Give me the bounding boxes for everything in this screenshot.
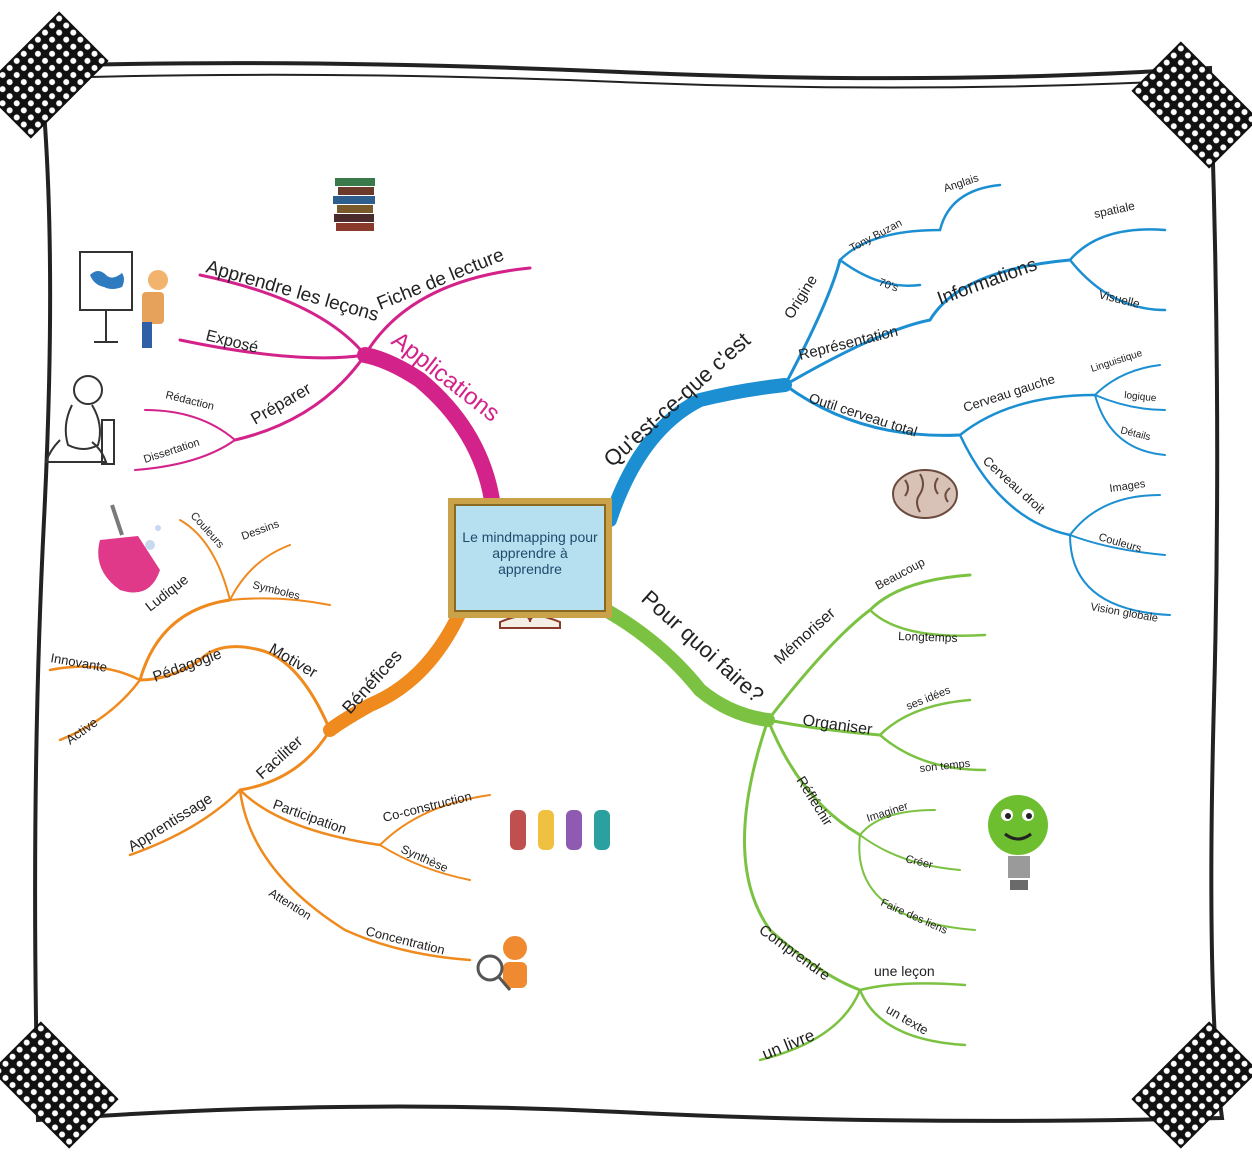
label-dissertation[interactable]: Dissertation — [142, 436, 201, 465]
label-informations[interactable]: Informations — [935, 254, 1040, 309]
label-memoriser[interactable]: Mémoriser — [771, 604, 839, 668]
label-organiser[interactable]: Organiser — [801, 712, 874, 739]
branch-benefices — [48, 519, 491, 962]
label-temps[interactable]: son temps — [919, 758, 971, 775]
label-texte[interactable]: un texte — [884, 1002, 932, 1038]
presenter-icon — [79, 251, 168, 348]
label-pedagogie[interactable]: Pédagogie — [151, 645, 224, 686]
frame-border — [33, 61, 1225, 1123]
label-preparer[interactable]: Préparer — [248, 379, 315, 429]
label-innovante[interactable]: Innovante — [49, 650, 108, 675]
label-origine[interactable]: Origine — [781, 272, 821, 322]
label-vision[interactable]: Vision globale — [1089, 601, 1158, 625]
label-visuelle[interactable]: Visuelle — [1097, 287, 1141, 311]
books-icon — [333, 178, 375, 231]
label-outil[interactable]: Outil cerveau total — [807, 390, 919, 440]
thinker-icon — [44, 375, 115, 465]
label-couleurs-quoi[interactable]: Couleurs — [1097, 531, 1143, 555]
label-fiche[interactable]: Fiche de lecture — [374, 245, 507, 315]
frame-border-inner — [51, 73, 1199, 89]
label-redaction[interactable]: Rédaction — [164, 389, 215, 413]
label-seventy[interactable]: 70's — [877, 277, 900, 295]
center-node[interactable]: Le mindmapping pour apprendre à apprendr… — [448, 498, 612, 618]
label-liens[interactable]: Faire des liens — [879, 897, 950, 937]
label-motiver[interactable]: Motiver — [266, 641, 321, 682]
label-imaginer[interactable]: Imaginer — [865, 800, 910, 825]
label-concentration[interactable]: Concentration — [364, 923, 446, 957]
label-apprendre[interactable]: Apprendre les leçons — [204, 257, 381, 326]
label-participation[interactable]: Participation — [271, 796, 349, 837]
label-faciliter[interactable]: Faciliter — [253, 732, 306, 783]
potion-icon — [98, 504, 161, 593]
tape-icon — [1131, 41, 1252, 169]
brain-icon — [892, 469, 958, 519]
label-images[interactable]: Images — [1109, 478, 1147, 495]
label-spatiale[interactable]: spatiale — [1093, 199, 1137, 221]
label-longtemps[interactable]: Longtemps — [898, 629, 958, 645]
branch-pourquoi — [595, 573, 987, 1062]
center-label: Le mindmapping pour apprendre à apprendr… — [462, 529, 598, 577]
label-tony[interactable]: Tony Buzan — [848, 217, 904, 255]
tape-icon — [0, 11, 109, 139]
tape-icon — [1131, 1021, 1252, 1149]
label-active[interactable]: Active — [63, 714, 100, 747]
branch-quoi — [603, 183, 1171, 616]
branch-applications — [134, 266, 532, 508]
lightbulb-icon — [988, 795, 1048, 890]
label-comprendre[interactable]: Comprendre — [756, 921, 833, 984]
label-creer[interactable]: Créer — [904, 853, 934, 871]
magnifier-icon — [476, 936, 527, 991]
label-livre[interactable]: un livre — [759, 1026, 817, 1064]
tape-icon — [0, 1021, 119, 1149]
label-dessins[interactable]: Dessins — [240, 518, 281, 543]
label-lecon[interactable]: une leçon — [874, 963, 935, 979]
figures-icon — [510, 810, 610, 850]
label-attention[interactable]: Attention — [266, 886, 314, 923]
label-logique[interactable]: logique — [1124, 390, 1158, 404]
label-reflechir[interactable]: Réfléchir — [793, 773, 836, 829]
label-apprentissage[interactable]: Apprentissage — [125, 790, 215, 855]
label-coconstruction[interactable]: Co-construction — [381, 788, 473, 825]
label-beaucoup[interactable]: Beaucoup — [873, 555, 928, 593]
label-expose[interactable]: Exposé — [204, 327, 260, 356]
